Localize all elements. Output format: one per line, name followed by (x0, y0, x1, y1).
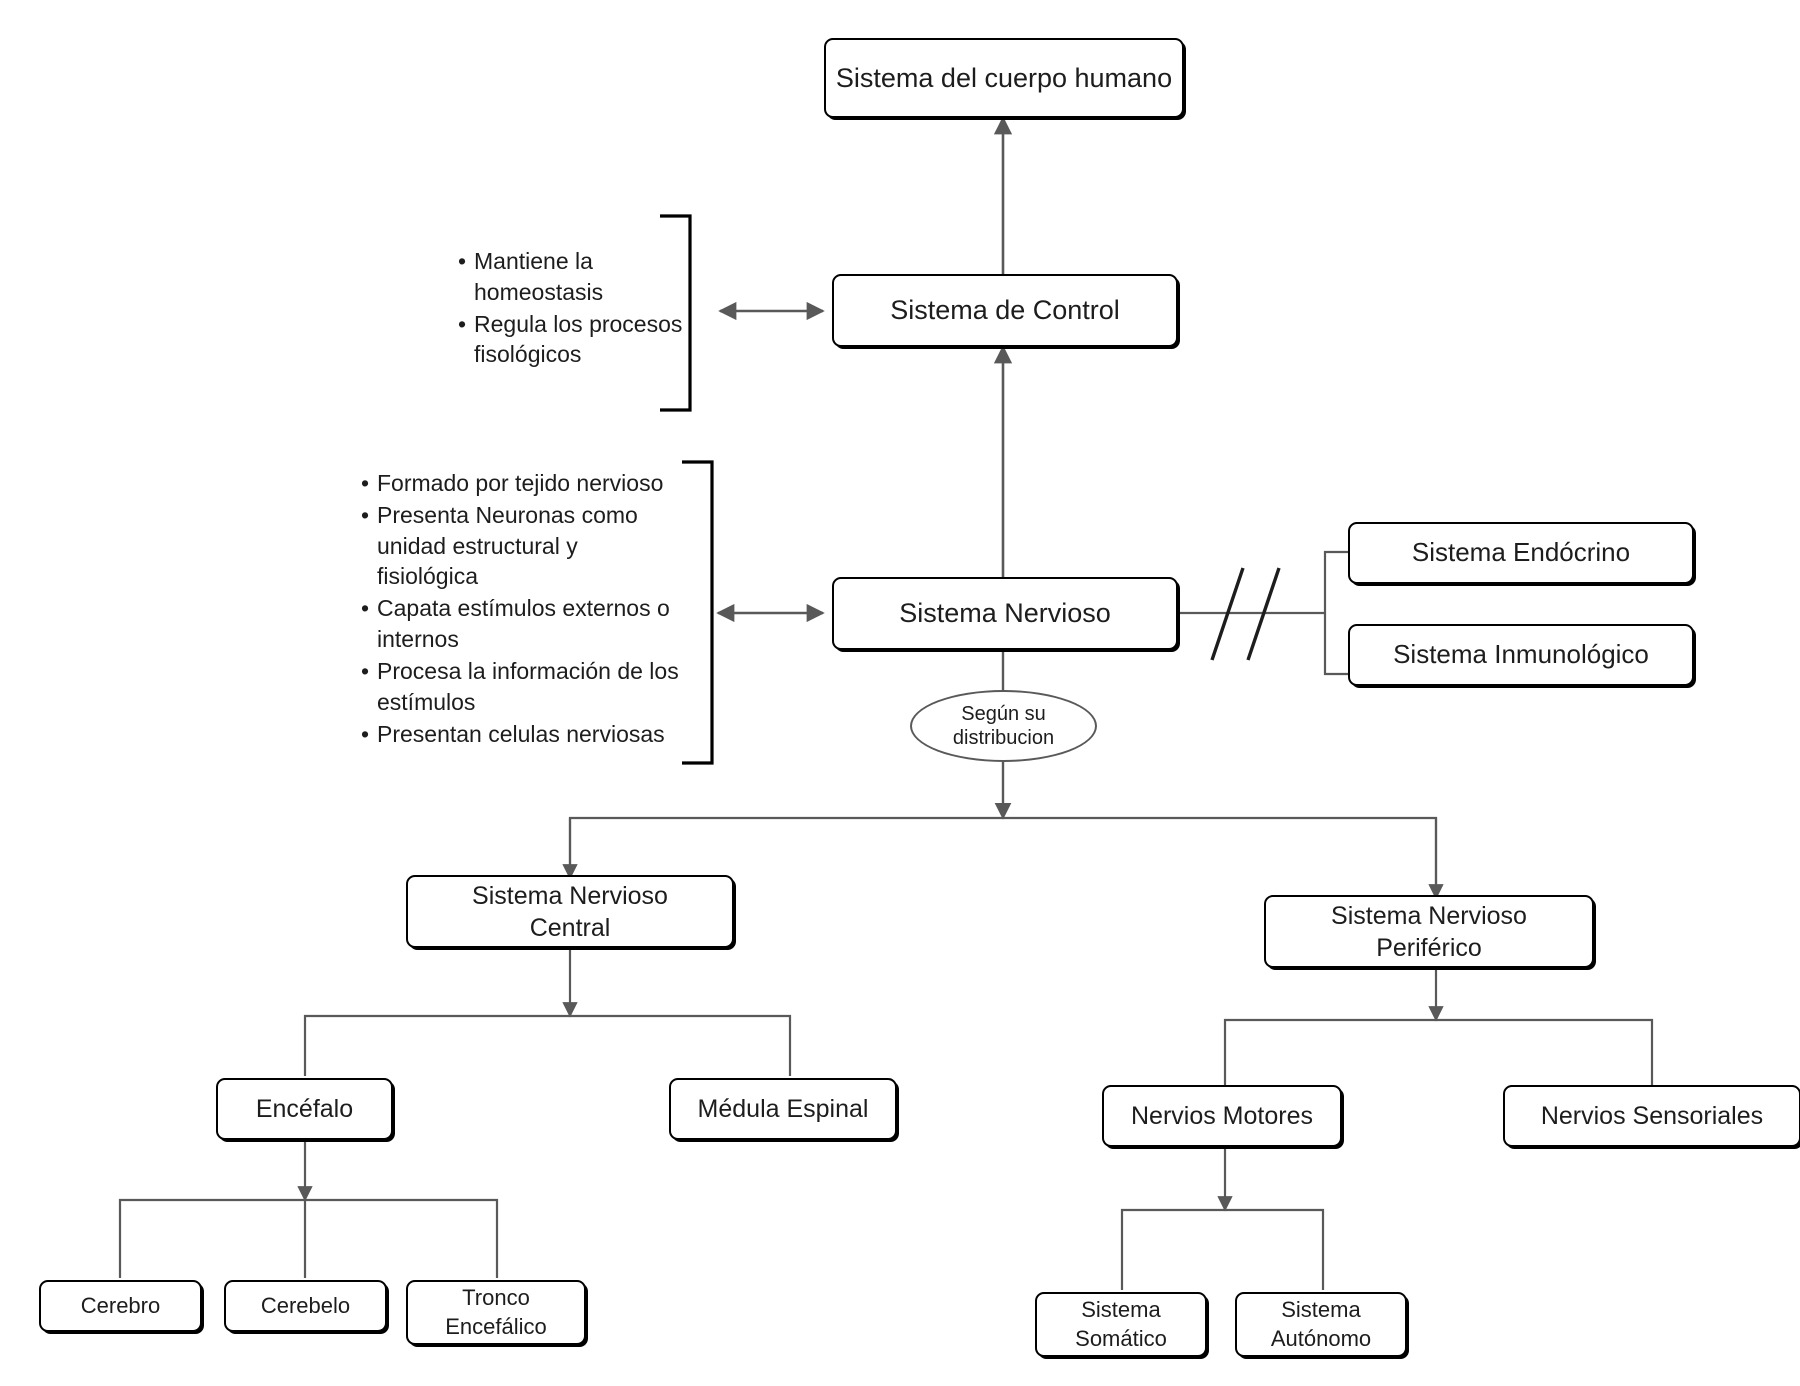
node-sistema-cuerpo-humano[interactable]: Sistema del cuerpo humano (824, 38, 1184, 118)
node-label: Sistema Inmunológico (1393, 639, 1649, 670)
node-sistema-nervioso-central[interactable]: Sistema Nervioso Central (406, 875, 734, 948)
node-label: Tronco Encefálico (445, 1285, 547, 1339)
node-medula-espinal[interactable]: Médula Espinal (669, 1078, 897, 1140)
node-label: Sistema Nervioso (899, 598, 1111, 629)
note-sistema-control: Mantiene la homeostasis Regula los proce… (452, 246, 702, 371)
node-sistema-autonomo[interactable]: Sistema Autónomo (1235, 1292, 1407, 1357)
node-sistema-endocrino[interactable]: Sistema Endócrino (1348, 522, 1694, 584)
node-nervios-motores[interactable]: Nervios Motores (1102, 1085, 1342, 1147)
note-item: Presenta Neuronas como unidad estructura… (361, 500, 685, 592)
node-sistema-inmunologico[interactable]: Sistema Inmunológico (1348, 624, 1694, 686)
node-encefalo[interactable]: Encéfalo (216, 1078, 393, 1140)
node-sistema-nervioso-periferico[interactable]: Sistema Nervioso Periférico (1264, 895, 1594, 968)
node-label: Encéfalo (255, 1095, 354, 1123)
note-list: Formado por tejido nervioso Presenta Neu… (355, 468, 685, 749)
edge-right-branch-split (1323, 550, 1349, 676)
node-nervios-sensoriales[interactable]: Nervios Sensoriales (1503, 1085, 1800, 1147)
note-item: Formado por tejido nervioso (361, 468, 685, 499)
node-label: Sistema Endócrino (1411, 537, 1631, 568)
note-list: Mantiene la homeostasis Regula los proce… (452, 246, 702, 370)
node-sistema-somatico[interactable]: Sistema Somático (1035, 1292, 1207, 1357)
note-item: Capata estímulos externos o internos (361, 593, 685, 655)
node-label: Según su distribucion (952, 702, 1055, 749)
bracket-nervioso-note (682, 460, 714, 765)
node-sistema-control[interactable]: Sistema de Control (832, 274, 1178, 347)
node-cerebelo[interactable]: Cerebelo (224, 1280, 387, 1332)
node-label: Sistema Autónomo (1270, 1297, 1372, 1351)
note-item: Presentan celulas nerviosas (361, 719, 685, 750)
node-label: Médula Espinal (697, 1095, 869, 1123)
node-label: Nervios Sensoriales (1540, 1102, 1764, 1130)
node-label: Sistema Somático (1075, 1297, 1167, 1351)
node-label: Nervios Motores (1131, 1102, 1313, 1130)
node-label: Sistema del cuerpo humano (835, 62, 1173, 93)
node-label: Sistema Nervioso Central (472, 881, 668, 942)
node-cerebro[interactable]: Cerebro (39, 1280, 202, 1332)
node-label: Sistema Nervioso Periférico (1331, 901, 1527, 962)
cut-mark-slash-1 (1210, 567, 1245, 661)
node-label: Sistema de Control (890, 295, 1120, 326)
cut-mark-slash-2 (1246, 567, 1281, 661)
edge-encefalo-children-bar (118, 1198, 499, 1278)
note-item: Regula los procesos fisológicos (458, 309, 702, 371)
node-sistema-nervioso[interactable]: Sistema Nervioso (832, 577, 1178, 650)
node-label: Cerebro (80, 1292, 161, 1318)
node-label: Cerebelo (260, 1292, 351, 1318)
edge-motores-children-bar (1120, 1208, 1325, 1290)
edge-snp-children-bar (1223, 1018, 1654, 1085)
edge-snc-children-bar (303, 1014, 792, 1076)
node-segun-su-distribucion[interactable]: Según su distribucion (910, 690, 1097, 762)
note-item: Procesa la información de los estímulos (361, 656, 685, 718)
node-tronco-encefalico[interactable]: Tronco Encefálico (406, 1280, 586, 1345)
note-sistema-nervioso: Formado por tejido nervioso Presenta Neu… (355, 468, 685, 750)
note-item: Mantiene la homeostasis (458, 246, 702, 308)
